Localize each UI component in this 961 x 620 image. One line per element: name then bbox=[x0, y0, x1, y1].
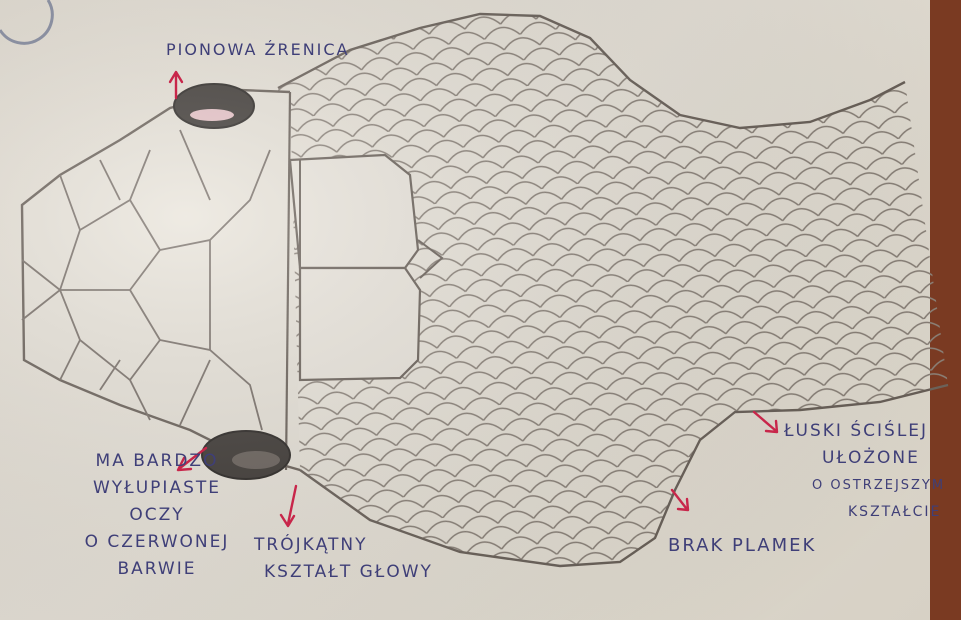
label-scales: ŁUSKI ŚCIŚLEJ UŁOŻONE O OSTRZEJSZYM KSZT… bbox=[770, 418, 950, 526]
label-scales-line-4: KSZTAŁCIE bbox=[770, 499, 950, 526]
label-head-line-2: KSZTAŁT GŁOWY bbox=[250, 559, 470, 586]
label-no-spots: BRAK PLAMEK bbox=[668, 532, 816, 559]
label-vertical-pupil: PIONOWA ŹRENICA bbox=[166, 36, 350, 63]
label-triangular-head: TRÓJKĄTNY KSZTAŁT GŁOWY bbox=[250, 532, 470, 586]
eye-top bbox=[174, 84, 254, 128]
label-scales-line-1: ŁUSKI ŚCIŚLEJ bbox=[770, 418, 950, 445]
label-head-line-1: TRÓJKĄTNY bbox=[250, 532, 470, 559]
label-scales-line-3: O OSTRZEJSZYM bbox=[770, 472, 950, 499]
arrow-head-shape bbox=[281, 486, 296, 526]
label-eyes-line-2: WYŁUPIASTE bbox=[82, 475, 232, 502]
corner-circle bbox=[0, 0, 52, 43]
label-eyes-line-5: BARWIE bbox=[82, 556, 232, 583]
label-scales-line-2: UŁOŻONE bbox=[770, 445, 950, 472]
label-bulging-eyes: MA BARDZO WYŁUPIASTE OCZY O CZERWONEJ BA… bbox=[82, 448, 232, 583]
label-eyes-line-3: OCZY bbox=[82, 502, 232, 529]
arrow-no-spots bbox=[672, 490, 688, 510]
label-eyes-line-1: MA BARDZO bbox=[82, 448, 232, 475]
label-eyes-line-4: O CZERWONEJ bbox=[82, 529, 232, 556]
